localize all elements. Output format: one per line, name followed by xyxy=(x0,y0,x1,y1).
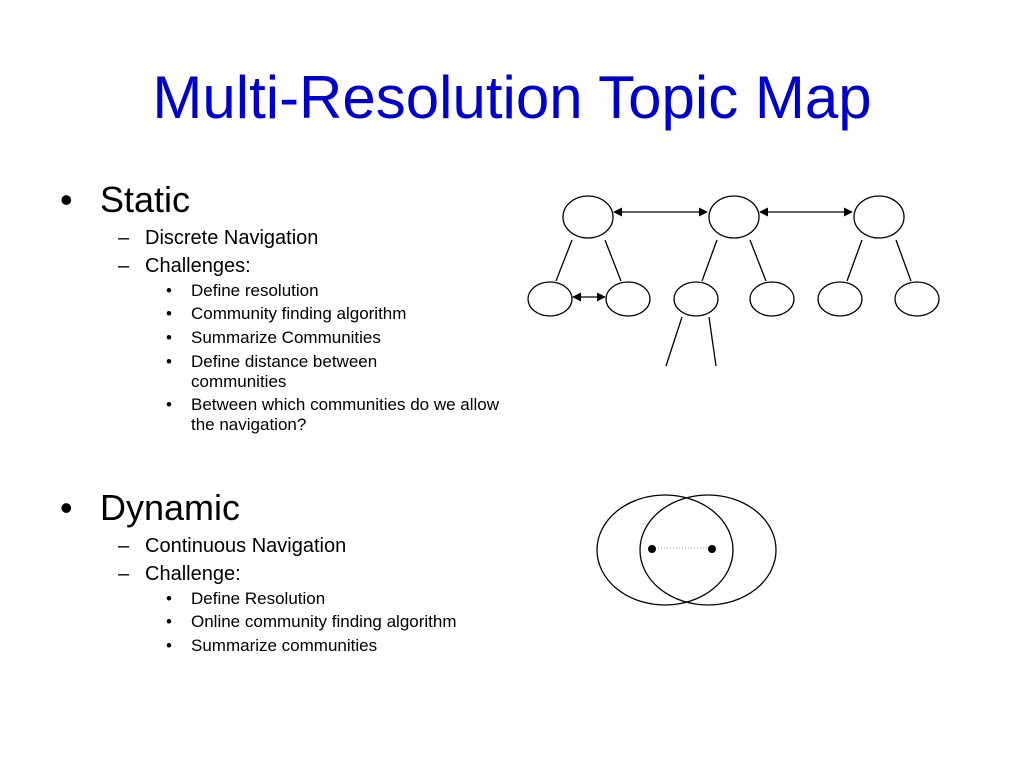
tree-node xyxy=(562,195,614,239)
tree-node xyxy=(527,281,573,317)
tree-edge xyxy=(555,239,573,282)
dynamic-sub-label: Challenge: xyxy=(145,563,241,585)
challenge-text: Between which communities do we allow th… xyxy=(191,395,500,434)
dash-marker: – xyxy=(118,227,130,249)
challenge-text: Summarize communities xyxy=(191,636,378,655)
tree-edge xyxy=(749,239,767,282)
static-sub-label: Challenges: xyxy=(145,255,251,277)
bullet-marker: • xyxy=(166,589,172,608)
community-center-dot xyxy=(648,545,656,553)
challenge-text: Summarize Communities xyxy=(191,328,381,347)
static-tree-diagram xyxy=(527,195,940,367)
dynamic-heading: Dynamic xyxy=(100,487,241,528)
slide-title: Multi-Resolution Topic Map xyxy=(152,64,872,131)
tree-node xyxy=(605,281,651,317)
challenge-text: Define distance between communities xyxy=(191,352,378,391)
tree-edge xyxy=(708,316,717,367)
bullet-marker: • xyxy=(166,328,172,347)
community-circle xyxy=(596,494,734,606)
static-heading: Static xyxy=(100,179,191,220)
dash-marker: – xyxy=(118,255,130,277)
tree-node xyxy=(894,281,940,317)
bullet-marker: • xyxy=(166,636,172,655)
static-sub-label: Discrete Navigation xyxy=(145,227,319,249)
tree-edge xyxy=(604,239,622,282)
tree-node xyxy=(749,281,795,317)
challenge-text: Define Resolution xyxy=(191,589,326,608)
dash-marker: – xyxy=(118,535,130,557)
tree-edge xyxy=(701,239,718,282)
tree-edge xyxy=(895,239,912,282)
dash-marker: – xyxy=(118,563,130,585)
tree-edge xyxy=(665,316,683,367)
community-center-dot xyxy=(708,545,716,553)
tree-edge xyxy=(846,239,863,282)
dynamic-venn-diagram xyxy=(596,494,777,606)
tree-node xyxy=(817,281,863,317)
bullet-marker: • xyxy=(166,395,172,414)
bullet-marker: • xyxy=(60,179,73,220)
bullet-marker: • xyxy=(166,304,172,323)
bullet-marker: • xyxy=(166,612,172,631)
challenge-text: Online community finding algorithm xyxy=(191,612,457,631)
dynamic-sub-label: Continuous Navigation xyxy=(145,535,347,557)
tree-node xyxy=(853,195,905,239)
bullet-marker: • xyxy=(166,281,172,300)
community-circle xyxy=(639,494,777,606)
challenge-text: Community finding algorithm xyxy=(191,304,407,323)
challenge-text: Define resolution xyxy=(191,281,319,300)
bullet-marker: • xyxy=(166,352,172,371)
tree-node xyxy=(673,281,719,317)
tree-node xyxy=(708,195,760,239)
bullet-marker: • xyxy=(60,487,73,528)
